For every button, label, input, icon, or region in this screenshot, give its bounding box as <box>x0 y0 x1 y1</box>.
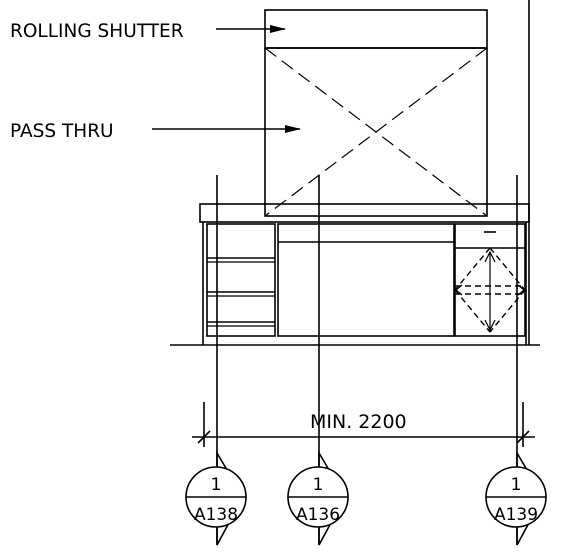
section-marker-sheet: A139 <box>494 505 538 525</box>
pass-thru-label: PASS THRU <box>10 121 114 142</box>
left-shelf-unit <box>206 223 276 337</box>
pass-thru-diagonal <box>264 47 488 217</box>
rolling-shutter-label: ROLLING SHUTTER <box>10 21 184 42</box>
dimension-line <box>192 402 535 447</box>
center-cabinet <box>277 223 455 337</box>
pass-thru-opening <box>264 47 488 217</box>
section-marker-a136: 1 A136 <box>287 450 349 546</box>
counter-top <box>199 203 530 223</box>
section-marker-number: 1 <box>511 475 522 495</box>
pass-thru-leader <box>152 125 301 133</box>
section-marker-a139: 1 A139 <box>485 450 547 546</box>
dimension-text: MIN. 2200 <box>310 411 407 433</box>
section-marker-sheet: A138 <box>194 505 238 525</box>
section-marker-sheet: A136 <box>296 505 340 525</box>
right-cabinet-door <box>454 223 526 337</box>
section-marker-a138: 1 A138 <box>185 450 247 546</box>
section-marker-number: 1 <box>313 475 324 495</box>
section-marker-number: 1 <box>211 475 222 495</box>
rolling-shutter-leader <box>216 25 286 33</box>
rolling-shutter-box <box>264 9 488 49</box>
